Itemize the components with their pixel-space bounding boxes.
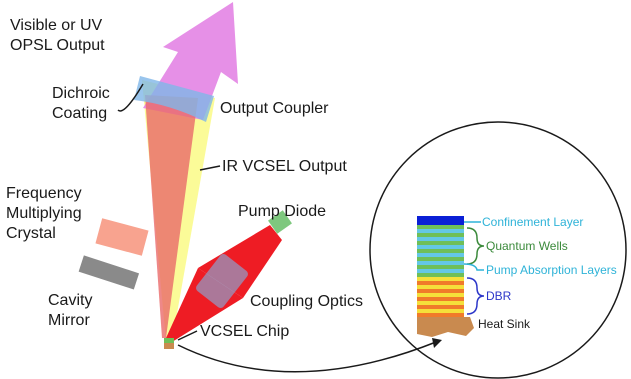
confinement-layer-label: Confinement Layer xyxy=(482,215,583,229)
dbr-bracket xyxy=(466,277,485,315)
frequency-multiplying-crystal-label: Frequency Multiplying Crystal xyxy=(6,185,86,242)
cavity-mirror-label: Cavity Mirror xyxy=(48,292,97,329)
pump-diode xyxy=(268,210,292,234)
pump-diode-label: Pump Diode xyxy=(238,203,326,220)
pump-absorption-leader xyxy=(463,263,484,271)
vcsel-chip-base xyxy=(164,343,174,349)
vcsel-chip-leader xyxy=(177,330,198,341)
ir-vcsel-leader xyxy=(199,165,221,171)
heat-sink-label: Heat Sink xyxy=(478,317,531,331)
pump-absorption-layers-label: Pump Absorption Layers xyxy=(486,263,617,277)
output-coupler-label: Output Coupler xyxy=(220,100,329,117)
magnify-connector xyxy=(177,341,437,373)
dichroic-leader xyxy=(117,83,144,112)
ir-vcsel-output-label: IR VCSEL Output xyxy=(222,158,347,175)
output-coupler xyxy=(134,76,214,122)
quantum-well-stack xyxy=(417,225,464,277)
vcsel-chip-top xyxy=(164,338,174,343)
frequency-multiplying-crystal xyxy=(95,218,149,256)
visible-uv-output-label: Visible or UV OPSL Output xyxy=(10,17,107,54)
layer-stack xyxy=(417,216,474,337)
coupling-optics-lens xyxy=(196,254,248,308)
vcsel-chip-label: VCSEL Chip xyxy=(200,323,289,340)
cavity-mirror xyxy=(78,255,140,290)
coupling-optics-label: Coupling Optics xyxy=(250,293,363,310)
intracavity-red-beam xyxy=(145,95,198,338)
quantum-wells-label: Quantum Wells xyxy=(486,239,568,253)
dbr-label: DBR xyxy=(486,289,512,303)
heat-sink xyxy=(417,317,474,337)
dichroic-coating-label: Dichroic Coating xyxy=(52,85,114,122)
confinement-layer xyxy=(417,216,464,225)
quantum-wells-bracket xyxy=(466,227,485,265)
dbr-stack xyxy=(417,277,464,317)
magnify-arrowhead xyxy=(432,338,442,348)
